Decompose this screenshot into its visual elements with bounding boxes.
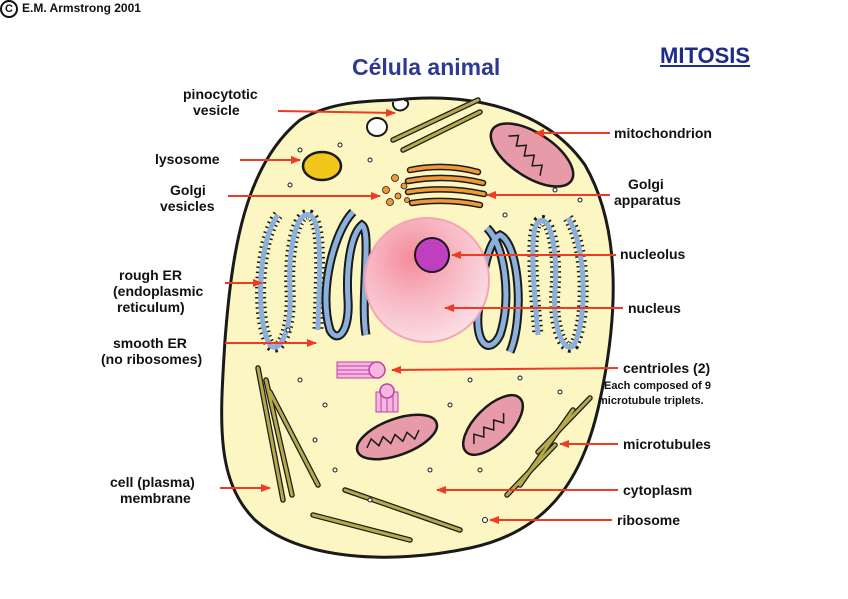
label-cell-membrane: cell (plasma)membrane <box>110 474 195 506</box>
label-arrows <box>220 108 623 524</box>
label-nucleus: nucleus <box>628 300 681 316</box>
copyright-notice: C E.M. Armstrong 2001 <box>0 0 848 18</box>
rough-er-shape <box>255 209 589 353</box>
pinocytotic-vesicle-shape <box>366 117 388 137</box>
label-ribosome: ribosome <box>617 512 681 528</box>
mitosis-link[interactable]: MITOSIS <box>660 43 751 68</box>
label-cytoplasm: cytoplasm <box>623 482 693 498</box>
label-lysosome: lysosome <box>155 151 220 167</box>
label-centrioles: centrioles (2) <box>623 360 711 376</box>
centrioles-shape <box>336 361 399 413</box>
golgi-vesicles-shape <box>382 174 410 206</box>
nucleus-shape <box>364 217 490 343</box>
label-nucleolus: nucleolus <box>620 246 686 262</box>
label-microtubules: microtubules <box>623 436 711 452</box>
lysosome-shape <box>301 150 343 182</box>
label-mitochondrion: mitochondrion <box>614 125 712 141</box>
copyright-icon: C <box>0 0 18 18</box>
copyright-text: E.M. Armstrong 2001 <box>22 1 141 16</box>
nucleolus-shape <box>414 237 450 273</box>
label-smooth-er: smooth ER(no ribosomes) <box>101 335 203 367</box>
diagram-title: Célula animal <box>352 54 501 80</box>
ribosome-dots <box>285 142 583 523</box>
microtubules-shape <box>255 97 593 543</box>
